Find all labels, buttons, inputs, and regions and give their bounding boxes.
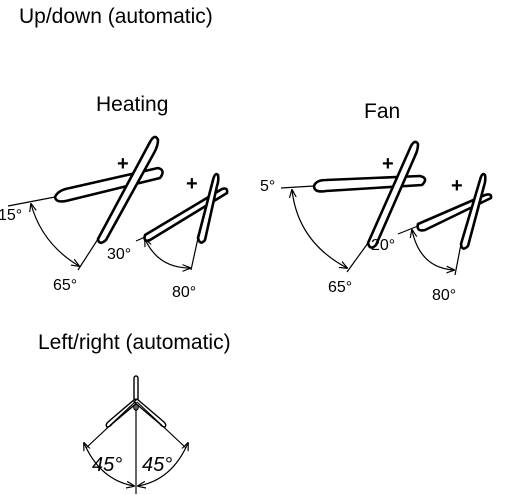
leftright-angle-right: 45° xyxy=(142,454,173,476)
leftright-angle-left: 45° xyxy=(92,454,123,476)
right-45-line xyxy=(136,401,187,449)
heating-small-vanes: + xyxy=(135,172,229,271)
heating-small-arc xyxy=(145,239,190,268)
heating-angle-80: 80° xyxy=(172,284,197,301)
fan-angle-5: 5° xyxy=(260,178,276,195)
fan-80deg-line xyxy=(454,243,462,276)
heating-plus-small: + xyxy=(186,173,198,195)
heating-80deg-line xyxy=(190,237,199,271)
fan-small-vertical-vane xyxy=(459,172,487,250)
heating-15deg-line xyxy=(7,196,56,207)
fan-small-vanes: + xyxy=(397,172,493,276)
leftright-title: Left/right (automatic) xyxy=(38,331,231,354)
heating-small-vertical-vane xyxy=(196,172,220,244)
right-arc xyxy=(138,443,188,486)
leftright-louver xyxy=(84,375,188,494)
left-arc xyxy=(84,443,134,486)
fan-5deg-line xyxy=(280,185,315,189)
fan-angle-20: 20° xyxy=(371,237,396,254)
heating-30deg-line xyxy=(135,236,146,242)
fan-vertical-vane xyxy=(366,140,420,249)
left-45-line xyxy=(85,401,136,449)
fan-horizontal-vane xyxy=(312,174,427,193)
heating-horizontal-vane xyxy=(53,166,164,203)
fan-angle-65: 65° xyxy=(328,279,353,296)
heating-plus-large: + xyxy=(117,153,129,175)
fan-plus-small: + xyxy=(451,175,463,197)
heating-large-vanes: + xyxy=(7,135,164,271)
heating-angle-15: 15° xyxy=(0,207,23,224)
heating-65deg-line xyxy=(77,238,99,271)
heating-large-arc xyxy=(31,204,79,266)
heating-angle-30: 30° xyxy=(107,246,132,263)
fan-large-vanes: + xyxy=(280,140,427,273)
fan-large-arc xyxy=(292,190,347,268)
heating-vertical-vane xyxy=(96,135,160,245)
heating-angle-65: 65° xyxy=(53,277,78,294)
updown-title: Up/down (automatic) xyxy=(19,5,213,28)
fan-small-arc xyxy=(412,230,454,270)
fan-20deg-line xyxy=(397,225,419,235)
fan-label: Fan xyxy=(364,100,401,123)
fan-65deg-line xyxy=(346,242,369,273)
heating-label: Heating xyxy=(96,93,169,116)
fan-angle-80: 80° xyxy=(432,287,457,304)
fan-plus-large: + xyxy=(382,153,394,175)
